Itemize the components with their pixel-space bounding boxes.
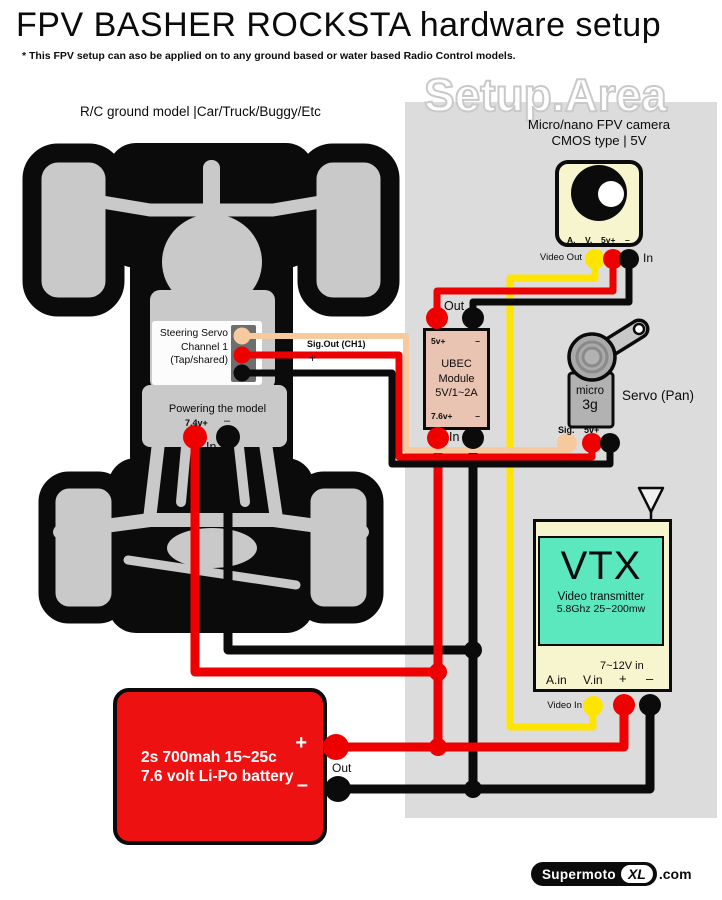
ubec-pin-minus-bottom: –: [475, 411, 480, 421]
camera-pin-v: V.: [585, 235, 593, 245]
power-title: Powering the model: [168, 403, 267, 415]
battery-minus-sign: –: [296, 774, 308, 796]
camera-pin-a: A.: [567, 235, 576, 245]
camera-lens-icon: [571, 165, 627, 221]
fpv-camera-box: A. V. 5v+ –: [555, 160, 643, 247]
ubec-module-box: 5v+ – UBEC Module 5V/1~2A 7.6v+ –: [423, 328, 490, 430]
vtx-minus-pin: –: [646, 671, 654, 686]
servo-minus-pin: –: [607, 422, 613, 433]
rc-car-model-graphic: [22, 143, 400, 633]
battery-out-label: Out: [332, 761, 352, 775]
logo-xl-badge: XL: [620, 865, 653, 883]
steer-minus-dot: [233, 364, 251, 382]
vtx-vin-pin: V.in: [583, 673, 603, 687]
camera-video-out-label: Video Out: [539, 252, 582, 263]
camera-in-label: In: [643, 251, 654, 265]
steering-servo-label: Steering Servo Channel 1 (Tap/shared): [159, 328, 228, 366]
vtx-plus-pin: +: [619, 671, 627, 686]
ubec-pin-5v: 5v+: [431, 336, 446, 346]
vtx-power-pin: 7~12V in: [600, 660, 644, 672]
camera-pin-5v: 5v+: [601, 235, 616, 245]
supermotoxl-logo: Supermoto XL .com: [531, 862, 692, 886]
logo-supermoto: Supermoto: [542, 866, 616, 882]
wheel-front-right: [297, 143, 400, 317]
wheel-rear-right: [293, 471, 384, 624]
setup-area-watermark: Setup.Area: [423, 68, 668, 122]
model-power-red-dot: [183, 425, 207, 449]
steer-signal-label: Sig.Out (CH1): [307, 339, 366, 349]
lipo-battery-box: 2s 700mah 15~25c 7.6 volt Li-Po battery …: [113, 688, 327, 845]
vtx-subtitle: Video transmitter: [557, 591, 645, 603]
page-title: FPV BASHER ROCKSTA hardware setup: [16, 6, 662, 44]
logo-com: .com: [658, 866, 692, 882]
wire-model-power-red: [190, 437, 438, 677]
camera-lens-center: [598, 181, 624, 207]
servo-pan-label: Servo (Pan): [622, 388, 695, 403]
battery-specs: 2s 700mah 15~25c 7.6 volt Li-Po battery: [141, 749, 294, 785]
power-in-label: In: [206, 440, 217, 454]
camera-pin-minus: –: [625, 235, 630, 245]
ubec-pin-minus-top: –: [475, 336, 480, 346]
model-power-black-dot: [216, 425, 240, 449]
vtx-specs: 5.8Ghz 25~200mw: [556, 603, 646, 615]
power-plus-pin: 7.4v+: [185, 418, 208, 428]
logo-pill: Supermoto XL: [531, 862, 657, 886]
steer-minus-label: –: [309, 368, 316, 382]
vtx-ain-pin: A.in: [546, 673, 567, 687]
ubec-name: UBEC Module 5V/1~2A: [435, 358, 478, 399]
battery-minus-dot: [325, 776, 351, 802]
ubec-out-label: Out: [444, 299, 465, 313]
steer-plus-dot: [233, 346, 251, 364]
servo-sig-pin: Sig.: [558, 425, 575, 435]
page-subtitle: * This FPV setup can aso be applied on t…: [22, 50, 516, 62]
wheel-rear-left: [38, 471, 129, 624]
vtx-name: VTX: [560, 544, 642, 588]
steer-signal-dot: [233, 327, 251, 345]
vtx-screen: VTX Video transmitter 5.8Ghz 25~200mw: [538, 536, 664, 646]
wheel-front-left: [22, 143, 125, 317]
ubec-pin-76v: 7.6v+: [431, 411, 453, 421]
model-label: R/C ground model |Car/Truck/Buggy/Etc: [80, 104, 321, 119]
ubec-in-label: In: [449, 430, 460, 444]
servo-body-label: micro 3g: [575, 385, 605, 412]
battery-plus-sign: +: [295, 732, 307, 754]
camera-title: Micro/nano FPV camera CMOS type | 5V: [527, 117, 671, 148]
steer-plus-label: +: [309, 351, 317, 365]
servo-5v-pin: 5v+: [584, 425, 600, 435]
power-minus-pin: –: [224, 415, 231, 427]
vtx-video-in-label: Video In: [547, 700, 582, 711]
